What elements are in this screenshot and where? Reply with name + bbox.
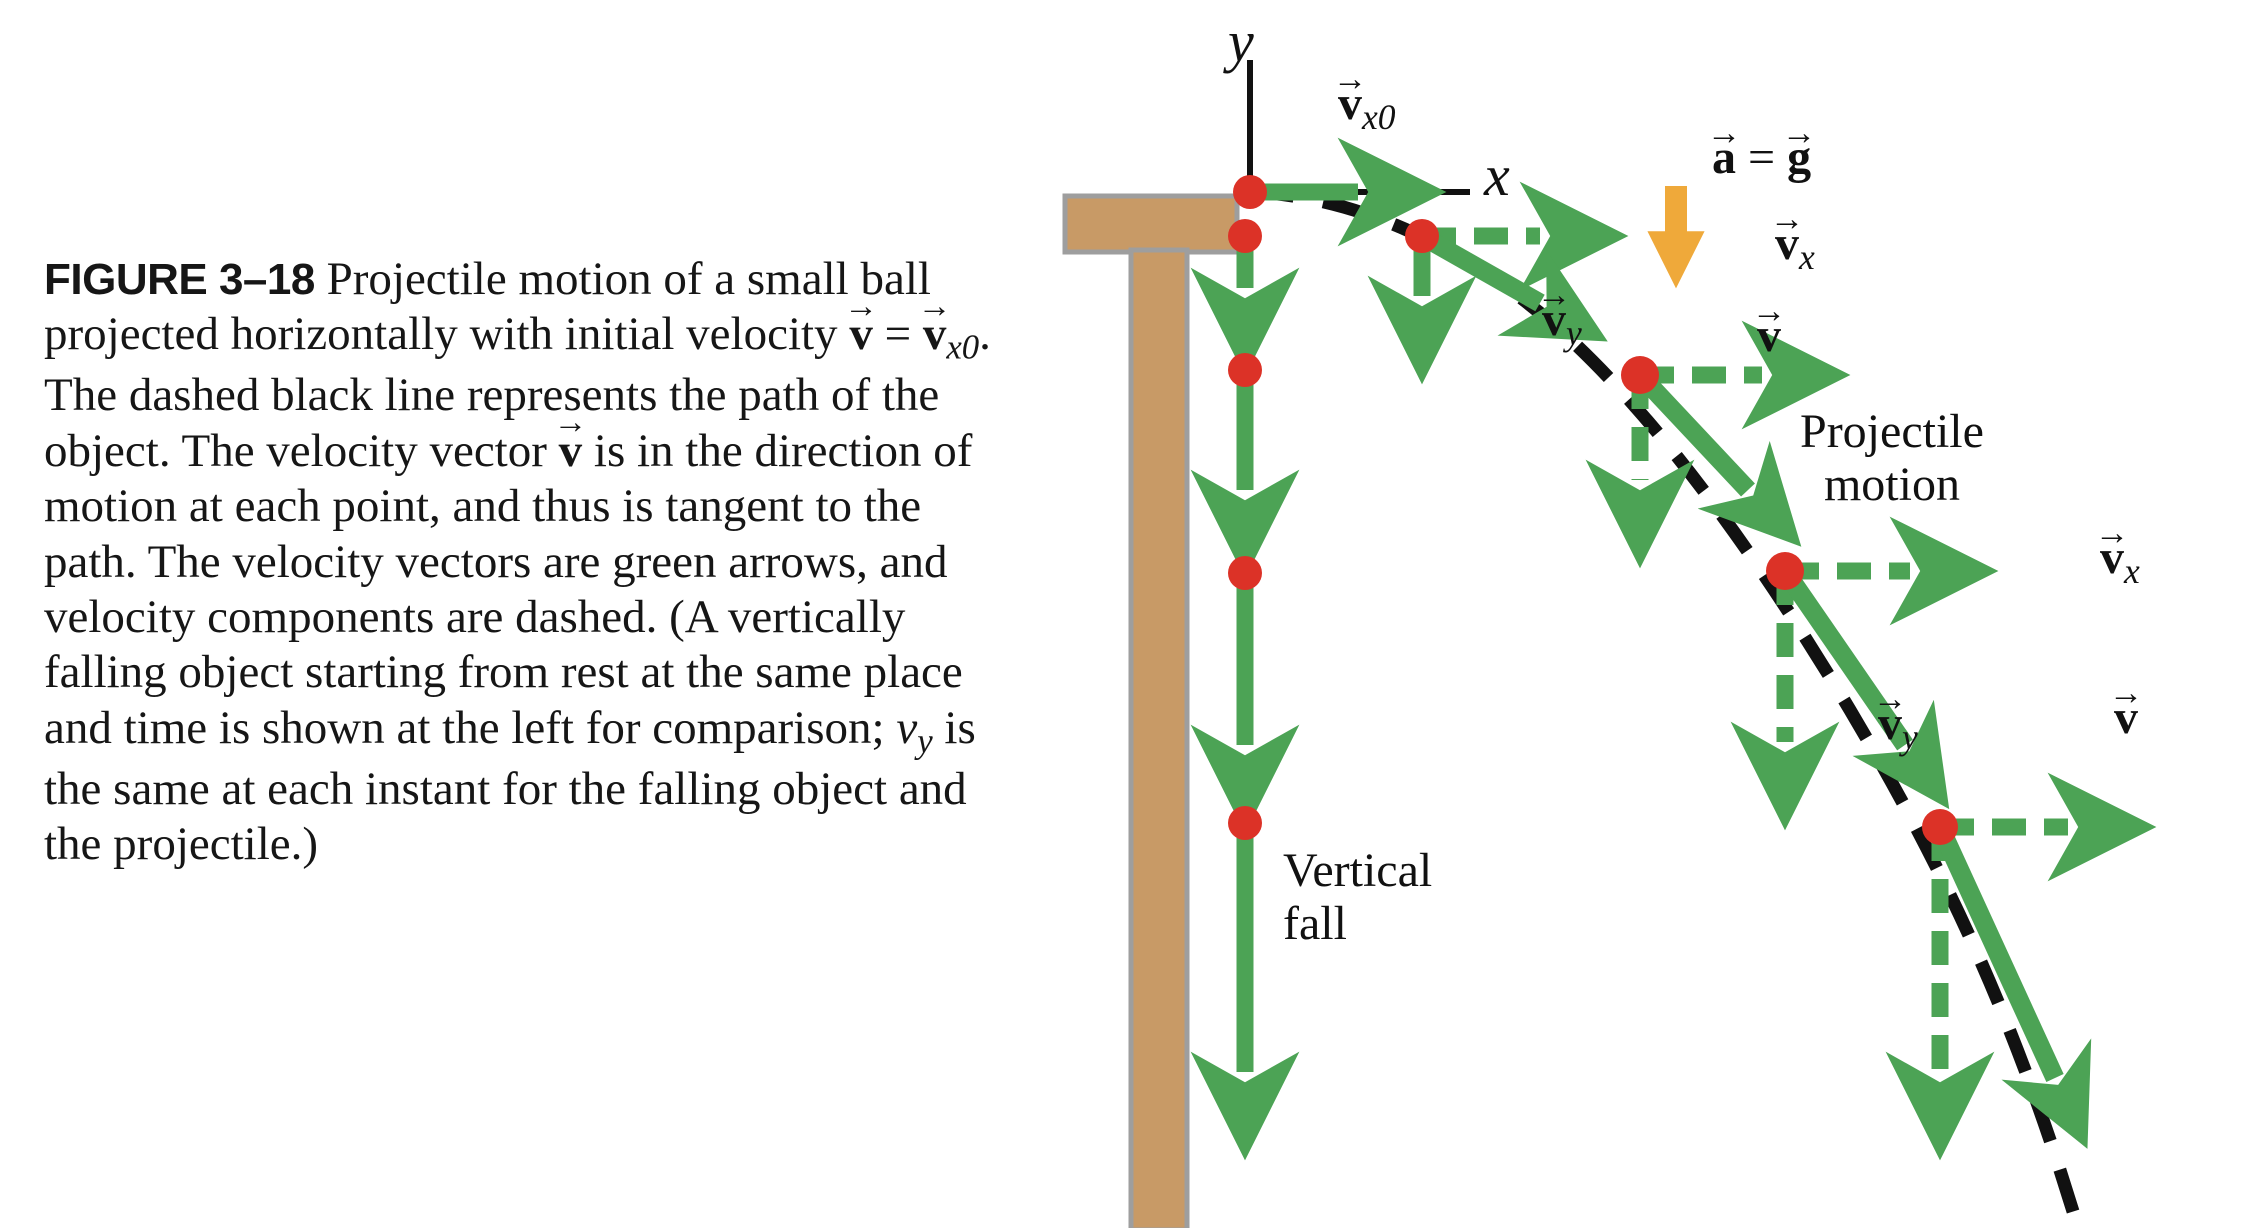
vx0-vector-glyph: →v xyxy=(1332,60,1368,130)
resultant-velocity-arrow xyxy=(1777,565,1950,810)
vy-label-mid: →vy xyxy=(1536,276,1582,353)
projectile-point-3 xyxy=(1585,320,1851,569)
vy-vector-glyph: →v xyxy=(1872,680,1908,750)
vertical-fall-balls xyxy=(1228,219,1262,840)
vy-italic-symbol: v xyxy=(896,701,918,754)
vy-subscript: y xyxy=(917,721,933,761)
acceleration-equals-gravity-label: →a = →g xyxy=(1706,114,1817,184)
equals-sign: = xyxy=(1748,131,1776,184)
caption-part-1: Projectile motion of a small ball projec… xyxy=(44,253,931,361)
projectile-motion-line-2: motion xyxy=(1823,457,1960,511)
projectile-point-5 xyxy=(1885,772,2157,1161)
vy-label-low: →vy xyxy=(1872,680,1918,757)
falling-ball xyxy=(1228,219,1262,253)
falling-ball xyxy=(1228,556,1262,590)
v-label-low: →v xyxy=(2108,674,2144,744)
g-vector-glyph: →g xyxy=(1781,114,1817,184)
vx0-subscript: x0 xyxy=(1362,96,1396,137)
table-platform xyxy=(1062,193,1240,1228)
vx-subscript: x xyxy=(2124,550,2140,591)
table-post xyxy=(1128,247,1190,1228)
projectile-ball xyxy=(1766,552,1804,590)
projectile-path-dashed xyxy=(1249,185,2085,1228)
vy-vector-glyph: →v xyxy=(1536,276,1572,346)
v-label-mid: →v xyxy=(1751,292,1787,362)
caption-part-3: is in the direction of motion at each po… xyxy=(44,424,973,754)
vx-label-low: →vx xyxy=(2094,514,2140,591)
vertical-fall-line-1: Vertical xyxy=(1283,844,1433,897)
vx-vector-glyph: →v xyxy=(1769,200,1805,270)
figure-label: FIGURE 3–18 xyxy=(44,255,315,304)
figure-caption: FIGURE 3–18 Projectile motion of a small… xyxy=(44,252,1004,873)
projectile-point-1 xyxy=(1233,137,1447,247)
vx-label-mid: →vx xyxy=(1769,200,1815,277)
x-axis-label: x xyxy=(1484,143,1510,208)
projectile-ball xyxy=(1405,219,1439,253)
resultant-velocity-arrow xyxy=(1931,823,2092,1149)
falling-ball xyxy=(1228,806,1262,840)
projectile-point-4 xyxy=(1730,516,1999,831)
a-vector-glyph: →a xyxy=(1706,114,1742,184)
projectile-ball xyxy=(1922,809,1958,845)
projectile-motion-line-1: Projectile xyxy=(1800,405,1984,458)
vertical-fall-line-2: fall xyxy=(1283,896,1347,950)
vertical-fall-label: Vertical fall xyxy=(1283,844,1433,951)
falling-ball xyxy=(1228,353,1262,387)
vx-subscript: x xyxy=(1799,236,1815,277)
projectile-ball xyxy=(1621,356,1659,394)
caption-part-2: . The dashed black line represents the p… xyxy=(44,308,991,477)
vy-subscript: y xyxy=(1566,312,1582,353)
resultant-velocity-arrow xyxy=(1417,227,1608,342)
vx0-label: →vx0 xyxy=(1332,60,1396,137)
caption-part-4: is the same at each instant for the fall… xyxy=(44,701,976,871)
vx0-subscript: x0 xyxy=(946,328,980,368)
resultant-velocity-arrow xyxy=(1633,368,1802,547)
caption-equals: = xyxy=(872,308,923,361)
y-axis-label: y xyxy=(1228,9,1254,74)
projectile-ball xyxy=(1233,175,1267,209)
v-vector-glyph: →v xyxy=(1751,292,1787,362)
projectile-motion-label: Projectile motion xyxy=(1800,405,1984,512)
projectile-point-2 xyxy=(1367,181,1629,385)
v-vector-glyph: →v xyxy=(2108,674,2144,744)
vx-vector-glyph: →v xyxy=(2094,514,2130,584)
table-top xyxy=(1062,193,1240,255)
vy-subscript: y xyxy=(1902,716,1918,757)
